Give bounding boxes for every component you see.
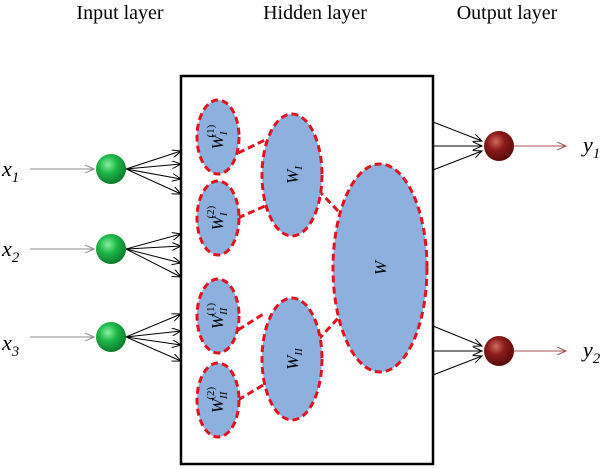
output-sub: 2: [593, 351, 601, 367]
output-node-1: [484, 131, 514, 161]
svg-text:W: W: [371, 259, 390, 275]
weight-main: W: [208, 214, 227, 230]
output-sub: 1: [593, 146, 601, 162]
svg-text:y1: y1: [581, 132, 600, 162]
svg-text:WII: WII: [283, 347, 305, 370]
svg-text:y2: y2: [581, 337, 601, 367]
weight-sup: (1): [205, 124, 217, 137]
output-var: y: [581, 337, 593, 362]
output-layer-title: Output layer: [457, 2, 558, 24]
input-node-2: [96, 234, 126, 264]
input-sub: 2: [12, 250, 20, 266]
svg-text:x1: x1: [1, 156, 19, 186]
input-var: x: [1, 236, 12, 261]
weight-node-w-i-2: WI(2): [195, 179, 241, 257]
input-label-x3: x3: [1, 330, 19, 360]
svg-text:WI: WI: [283, 165, 305, 184]
input-node-1: [96, 154, 126, 184]
input-node-3: [96, 322, 126, 352]
weight-sub: I: [293, 165, 305, 171]
weight-main: W: [283, 168, 302, 184]
input-label-x2: x2: [1, 236, 20, 266]
weight-main: W: [371, 259, 390, 275]
weight-sub: II: [293, 347, 305, 357]
weight-main: W: [283, 354, 302, 370]
svg-text:WII(1): WII(1): [205, 303, 230, 330]
input-fanout-1: [125, 151, 181, 194]
weight-node-w-i: WI: [260, 112, 324, 238]
output-fanin-2: [432, 325, 482, 376]
weight-node-w-ii-2: WII(2): [195, 361, 241, 439]
weight-node-w-i-1: WI(1): [195, 98, 241, 176]
output-fanin-1: [432, 121, 482, 171]
weight-node-w: W: [331, 162, 429, 374]
output-label-y2: y2: [581, 337, 601, 367]
input-label-x1: x1: [1, 156, 19, 186]
svg-text:x3: x3: [1, 330, 19, 360]
input-var: x: [1, 156, 12, 181]
weight-sub: I: [218, 211, 230, 217]
hidden-layer-title: Hidden layer: [263, 2, 367, 24]
svg-text:WI(1): WI(1): [205, 124, 230, 149]
input-layer-title: Input layer: [76, 2, 164, 24]
ellipse-connections: [237, 138, 343, 402]
output-node-2: [484, 336, 514, 366]
output-label-y1: y1: [581, 132, 600, 162]
input-fanout-3: [125, 314, 181, 361]
weight-sub: II: [218, 306, 230, 316]
weight-sup: (2): [205, 387, 217, 400]
input-sub: 1: [12, 170, 20, 186]
input-fanout-2: [125, 234, 181, 277]
input-sub: 3: [11, 344, 20, 360]
svg-text:WII(2): WII(2): [205, 387, 230, 414]
weight-sup: (1): [205, 303, 217, 316]
weight-sub: II: [218, 390, 230, 400]
weight-node-w-ii-1: WII(1): [195, 277, 241, 355]
weight-sub: I: [218, 130, 230, 136]
weight-main: W: [208, 133, 227, 149]
svg-text:WI(2): WI(2): [205, 205, 230, 230]
input-var: x: [1, 330, 12, 355]
svg-text:x2: x2: [1, 236, 20, 266]
output-var: y: [581, 132, 593, 157]
weight-main: W: [208, 313, 227, 329]
weight-main: W: [208, 397, 227, 413]
weight-node-w-ii: WII: [260, 296, 324, 422]
weight-sup: (2): [205, 205, 217, 218]
